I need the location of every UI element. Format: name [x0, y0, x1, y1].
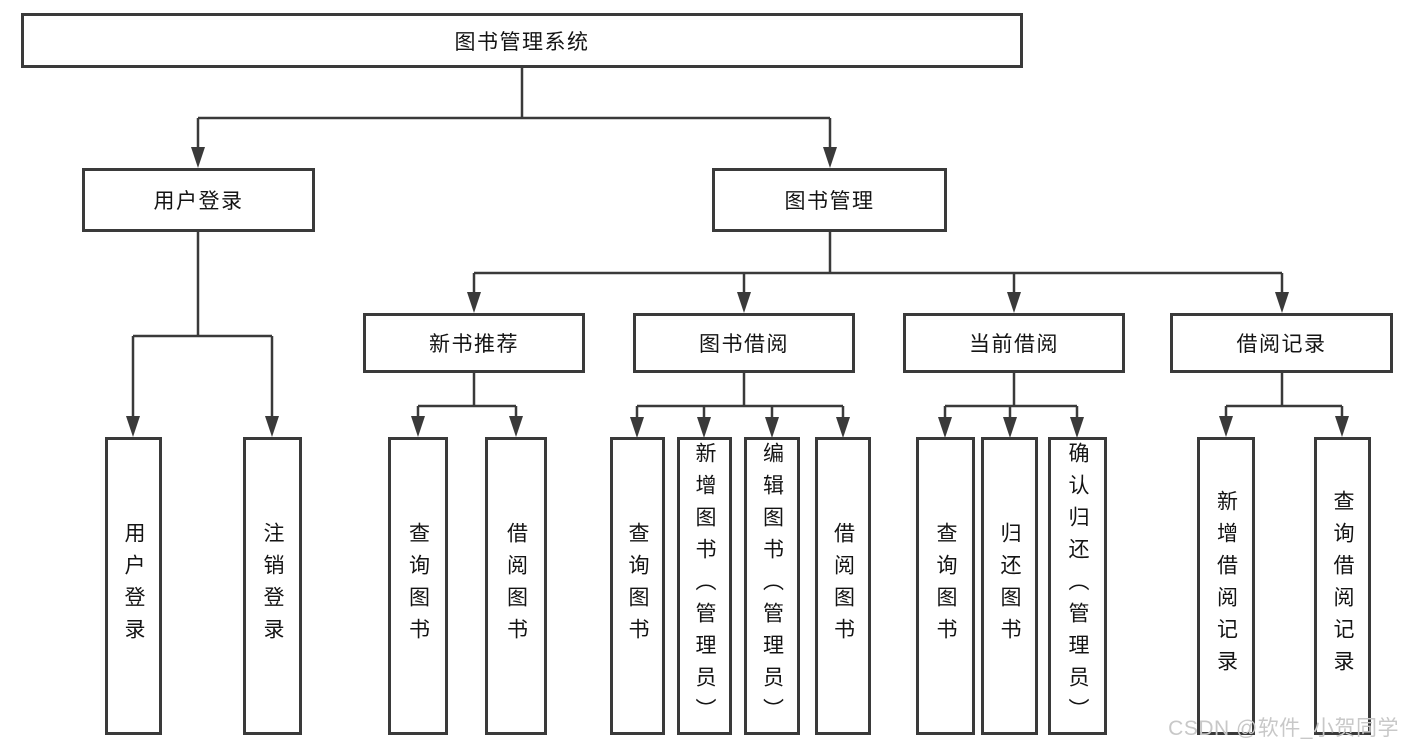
- node-current-borrow: 当前借阅: [903, 313, 1125, 373]
- leaf-edit-book-admin-label: 编辑图书（管理员）: [760, 442, 784, 730]
- leaf-query-book-1: 查询图书: [388, 437, 448, 735]
- leaf-confirm-return-admin-label: 确认归还（管理员）: [1066, 442, 1089, 730]
- node-current-borrow-label: 当前借阅: [969, 333, 1059, 356]
- node-new-book-recommend-label: 新书推荐: [429, 333, 519, 356]
- leaf-add-borrow-record: 新增借阅记录: [1197, 437, 1255, 735]
- leaf-query-borrow-record: 查询借阅记录: [1314, 437, 1371, 735]
- leaf-query-book-3-label: 查询图书: [934, 522, 957, 650]
- leaf-query-borrow-record-label: 查询借阅记录: [1331, 490, 1354, 682]
- leaf-user-login: 用户登录: [105, 437, 162, 735]
- leaf-borrow-book-1-label: 借阅图书: [504, 522, 528, 650]
- node-borrow-records-label: 借阅记录: [1236, 333, 1327, 356]
- leaf-add-book-admin-label: 新增图书（管理员）: [693, 442, 716, 730]
- node-borrow-records: 借阅记录: [1170, 313, 1393, 373]
- leaf-query-book-2: 查询图书: [610, 437, 665, 735]
- leaf-add-borrow-record-label: 新增借阅记录: [1214, 490, 1238, 682]
- leaf-add-book-admin: 新增图书（管理员）: [677, 437, 732, 735]
- node-book-management: 图书管理: [712, 168, 947, 232]
- leaf-edit-book-admin: 编辑图书（管理员）: [744, 437, 800, 735]
- node-user-login-label: 用户登录: [153, 190, 244, 213]
- csdn-watermark: CSDN @软件_小贺同学: [1168, 717, 1399, 740]
- leaf-borrow-book-1: 借阅图书: [485, 437, 547, 735]
- node-book-borrow: 图书借阅: [633, 313, 855, 373]
- node-root: 图书管理系统: [21, 13, 1023, 68]
- leaf-return-book: 归还图书: [981, 437, 1038, 735]
- leaf-logout-label: 注销登录: [261, 522, 284, 650]
- node-book-borrow-label: 图书借阅: [699, 333, 789, 356]
- node-root-label: 图书管理系统: [454, 30, 590, 54]
- node-book-management-label: 图书管理: [784, 190, 875, 213]
- leaf-query-book-2-label: 查询图书: [626, 522, 649, 650]
- leaf-logout: 注销登录: [243, 437, 302, 735]
- leaf-confirm-return-admin: 确认归还（管理员）: [1048, 437, 1107, 735]
- leaf-borrow-book-2-label: 借阅图书: [831, 522, 855, 650]
- leaf-query-book-3: 查询图书: [916, 437, 975, 735]
- arrowheads: [126, 118, 1349, 438]
- node-user-login: 用户登录: [82, 168, 315, 232]
- leaf-query-book-1-label: 查询图书: [406, 522, 430, 650]
- leaf-return-book-label: 归还图书: [998, 522, 1021, 650]
- leaf-borrow-book-2: 借阅图书: [815, 437, 871, 735]
- node-new-book-recommend: 新书推荐: [363, 313, 585, 373]
- leaf-user-login-label: 用户登录: [122, 522, 145, 650]
